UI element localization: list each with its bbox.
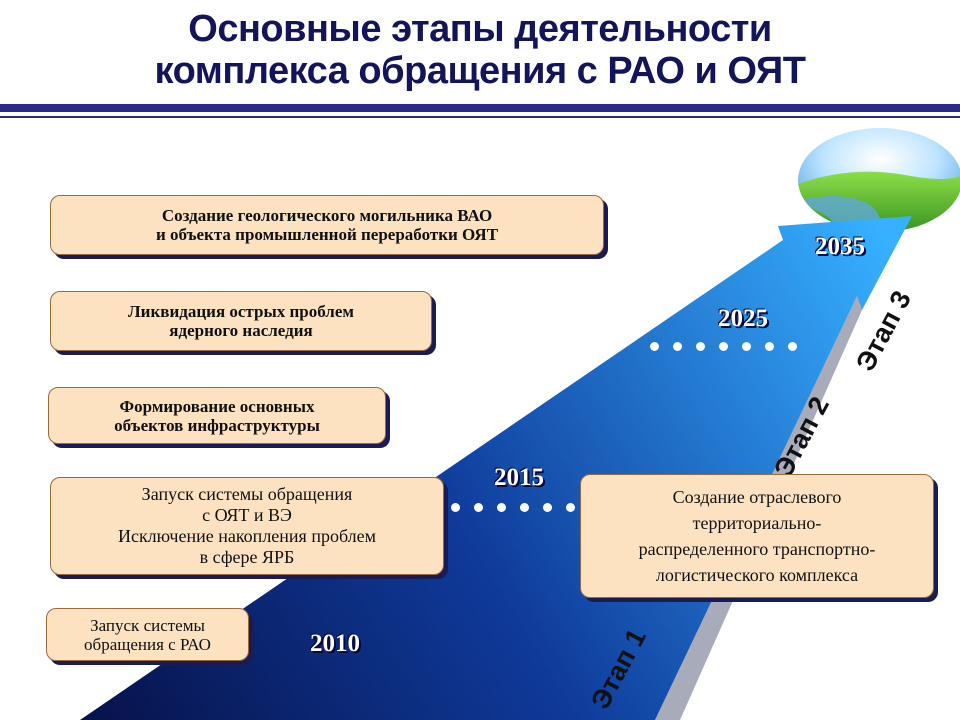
box-text: Формирование основных bbox=[119, 396, 315, 416]
dot bbox=[742, 342, 751, 351]
dot bbox=[696, 342, 705, 351]
dot bbox=[497, 503, 506, 512]
dot bbox=[543, 503, 552, 512]
page-title: Основные этапы деятельности комплекса об… bbox=[0, 8, 960, 92]
box-text: Создание геологического могильника ВАО bbox=[161, 206, 493, 225]
box-text: объектов инфраструктуры bbox=[114, 415, 320, 435]
box-text: с ОЯТ и ВЭ bbox=[202, 505, 292, 525]
box-text: в сфере ЯРБ bbox=[199, 547, 295, 567]
box-text: территориально- bbox=[692, 513, 822, 533]
milestone-box-snf-system: Запуск системы обращения с ОЯТ и ВЭ Искл… bbox=[50, 477, 444, 575]
dot bbox=[673, 342, 682, 351]
box-text: Ликвидация острых проблем bbox=[128, 302, 354, 321]
dot bbox=[788, 342, 797, 351]
box-text: Запуск системы обращения bbox=[141, 484, 353, 504]
milestone-box-logistics-complex: Создание отраслевого территориально- рас… bbox=[580, 474, 934, 598]
box-text: обращения с РАО bbox=[84, 634, 211, 654]
dot bbox=[474, 503, 483, 512]
dot bbox=[451, 503, 460, 512]
year-2025-label: 2025 bbox=[718, 305, 768, 332]
dot bbox=[765, 342, 774, 351]
milestone-box-geological-repository: Создание геологического могильника ВАО и… bbox=[50, 195, 604, 255]
dot bbox=[719, 342, 728, 351]
dotted-line-2025 bbox=[650, 342, 797, 351]
dotted-line-2015 bbox=[428, 503, 598, 512]
year-2010-label: 2010 bbox=[310, 630, 360, 657]
milestone-box-infrastructure: Формирование основных объектов инфрастру… bbox=[48, 387, 386, 444]
box-text: Запуск системы bbox=[90, 615, 205, 635]
box-text: логистического комплекса bbox=[655, 565, 859, 585]
title-divider-thick bbox=[0, 104, 960, 112]
box-text: ядерного наследия bbox=[169, 321, 313, 340]
year-2015-label: 2015 bbox=[494, 464, 544, 491]
box-text: и объекта промышленной переработки ОЯТ bbox=[155, 225, 499, 244]
box-text: распределенного транспортно- bbox=[638, 539, 876, 559]
title-line-2: комплекса обращения с РАО и ОЯТ bbox=[154, 50, 806, 92]
milestone-box-nuclear-legacy: Ликвидация острых проблем ядерного насле… bbox=[50, 291, 432, 351]
dot bbox=[650, 342, 659, 351]
dot bbox=[520, 503, 529, 512]
title-line-1: Основные этапы деятельности bbox=[188, 8, 772, 50]
box-text: Создание отраслевого bbox=[672, 487, 842, 507]
title-divider-thin bbox=[0, 116, 960, 118]
dot bbox=[566, 503, 575, 512]
milestone-box-rw-system: Запуск системы обращения с РАО bbox=[46, 608, 249, 661]
year-2035-label: 2035 bbox=[815, 233, 865, 260]
box-text: Исключение накопления проблем bbox=[117, 526, 377, 546]
